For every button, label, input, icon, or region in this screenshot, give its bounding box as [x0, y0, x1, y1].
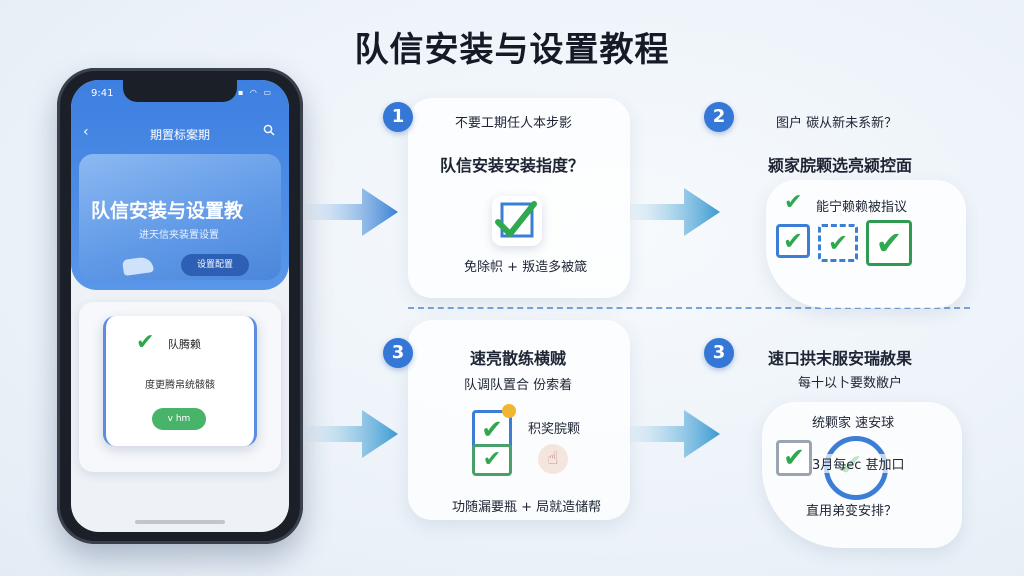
search-icon[interactable] [263, 124, 275, 139]
card-subtitle: 度更腾帛统骸骸 [145, 380, 215, 391]
step-4-badge: 3 [704, 338, 734, 368]
checkbox-checked-icon: ✔ [818, 224, 858, 262]
step-2-line1: 图户 碳从新未系新？ [776, 116, 898, 131]
banner-button[interactable]: 设置配置 [181, 254, 249, 276]
banner-subtitle: 进天信夹装置设置 [139, 230, 219, 241]
step-3-line4: 功随漏要瓶 + 局就造储帮 [452, 500, 602, 515]
banner: 队信安装与设置教 进天信夹装置设置 设置配置 [79, 154, 281, 280]
check-icon: ✔ [136, 330, 155, 355]
step-3-badge: 3 [383, 338, 413, 368]
step-4-line5: 直用弟变安排？ [806, 504, 898, 519]
home-indicator [135, 520, 225, 524]
phone-mockup: 9:41 ▪▪ ◠ ▭ ‹ 期置标案期 队信安装与设置教 进天信夹装置设置 设置… [57, 68, 303, 544]
back-icon[interactable]: ‹ [83, 124, 89, 140]
step-4-line3: 统颗家 速安球 [812, 416, 895, 431]
checkbox-checked-icon: ✔ [776, 440, 812, 476]
card-confirm-button[interactable]: v hm [152, 408, 206, 430]
status-time: 9:41 [91, 88, 114, 99]
phone-screen: 9:41 ▪▪ ◠ ▭ ‹ 期置标案期 队信安装与设置教 进天信夹装置设置 设置… [71, 80, 289, 532]
card-container: ✔ 队腾赖 度更腾帛统骸骸 v hm [79, 302, 281, 472]
arrow-right-icon [300, 188, 398, 236]
arrow-right-icon [622, 188, 720, 236]
step-1-line2: 队信安装安装指度？ [440, 156, 585, 175]
step-3-line2: 队调队置合 份索着 [464, 378, 573, 393]
phone-header: 9:41 ▪▪ ◠ ▭ ‹ 期置标案期 队信安装与设置教 进天信夹装置设置 设置… [71, 80, 289, 290]
step-4-line1: 速口拱末服安瑞赦果 [768, 349, 913, 368]
card-heading: 队腾赖 [168, 338, 201, 351]
page-title: 队信安装与设置教程 [354, 30, 670, 70]
arrow-right-icon [622, 410, 720, 458]
arrow-right-icon [300, 410, 398, 458]
checkbox-checked-icon [495, 201, 537, 238]
section-divider [408, 307, 970, 309]
step-1-badge: 1 [383, 102, 413, 132]
lock-icon [502, 404, 516, 418]
step-1-line1: 不要工期任人本步影 [455, 116, 573, 131]
step-2-badge: 2 [704, 102, 734, 132]
step-3-panel [408, 320, 630, 520]
phone-notch [123, 80, 237, 102]
step-3-line3: 积奖脘颗 [528, 422, 581, 437]
step-2-line3: 能宁赖赖被指议 [816, 200, 908, 215]
step-4-line2: 每十以卜要数敝户 [798, 376, 903, 391]
banner-decoration [122, 255, 154, 277]
nav-title: 期置标案期 [149, 128, 210, 142]
banner-title: 队信安装与设置教 [91, 200, 244, 222]
checkbox-checked-icon: ✔ [866, 220, 912, 266]
step-3-line1: 速亮散练横贼 [470, 349, 567, 368]
check-icon: ✔ [784, 190, 803, 215]
status-icons: ▪▪ ◠ ▭ [230, 88, 273, 97]
tap-hand-icon: ☝ [538, 444, 568, 474]
success-card: ✔ 队腾赖 度更腾帛统骸骸 v hm [103, 316, 257, 446]
step-2-line2: 颍家脘颗选亮颍控面 [768, 156, 913, 175]
checkbox-checked-icon: ✔ [776, 224, 810, 258]
step-4-line4: 3月每ec 甚加口 [812, 454, 905, 473]
checkbox-checked-icon: ✔ [472, 444, 512, 476]
step-1-line3: 免除帜 + 叛造多被箴 [464, 260, 588, 275]
step-1-tile [492, 196, 542, 246]
